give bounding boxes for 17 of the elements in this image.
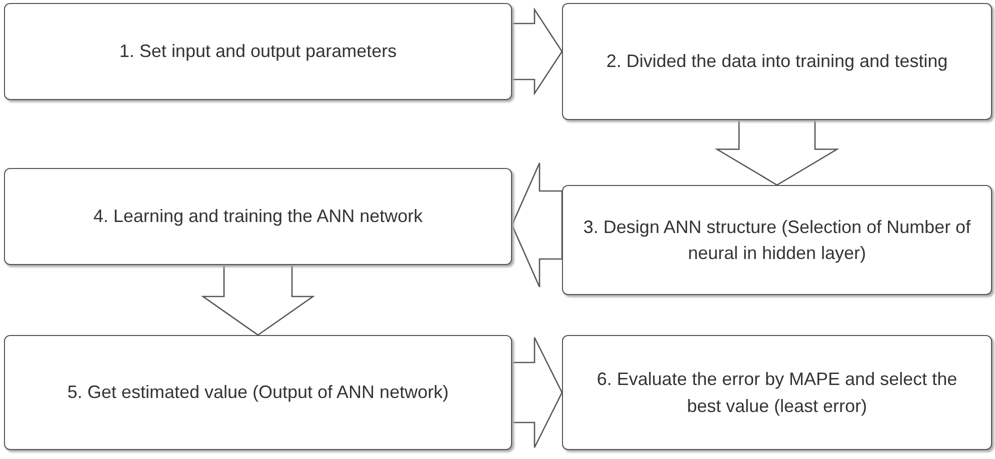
- step-text: 1. Set input and output parameters: [119, 40, 397, 64]
- step-text: 3. Design ANN structure (Selection of Number of neural in hidden layer): [582, 216, 972, 265]
- step-text: 5. Get estimated value (Output of ANN network): [67, 381, 449, 404]
- process-box: [562, 335, 992, 450]
- process-box: [4, 335, 512, 450]
- step-text: 4. Learning and training the ANN network: [93, 205, 423, 228]
- block-arrow: [511, 162, 563, 288]
- block-arrow: [511, 7, 563, 96]
- step-text: 6. Evaluate the error by MAPE and select the best value (least error): [596, 368, 958, 418]
- process-box: [562, 185, 992, 295]
- block-arrow: [714, 119, 840, 186]
- process-box: [562, 3, 992, 120]
- step-text: 2. Divided the data into training and testing: [606, 50, 948, 74]
- block-arrow: [200, 264, 316, 336]
- process-box: [4, 3, 512, 100]
- block-arrow: [511, 336, 563, 448]
- process-box: [4, 168, 512, 265]
